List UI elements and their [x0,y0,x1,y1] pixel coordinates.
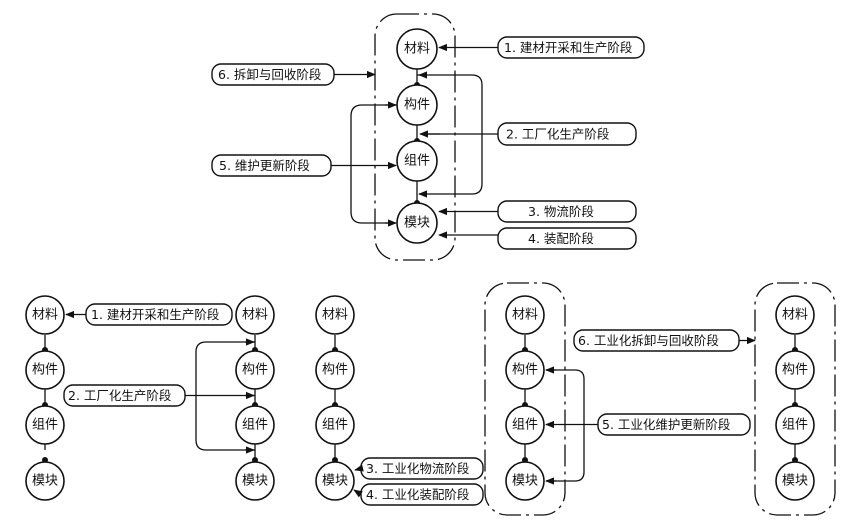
b4-node-module [505,461,545,501]
b1-node-assembly [25,405,65,445]
top-stage6-label: 6. 拆卸与回收阶段 [218,67,321,82]
b1-node-module [25,461,65,501]
b2-node-material [235,295,275,335]
b3-node-assembly [315,405,355,445]
b3-node-component-label: 构件 [322,363,348,378]
top-module-boundary [374,13,456,261]
b5-node-material [775,295,815,335]
top-stage4-box [497,227,637,250]
b4-node-assembly-label: 组件 [512,418,538,433]
bottom-column-1: 材料 构件 组件 模块 [25,295,65,501]
b3-node-material [315,295,355,335]
top-diagram: 材料 构件 组件 模块 1. 建材开采和生产阶段 6. 拆卸与回收阶段 2. 工… [211,13,645,261]
b3-node-module-label: 模块 [322,474,348,489]
bottom-stage4-arrow [353,489,363,498]
b2-node-assembly [235,405,275,445]
b5-module-boundary [754,282,836,516]
b3-node-assembly-label: 组件 [322,418,348,433]
b4-node-assembly [505,405,545,445]
b3-node-material-label: 材料 [322,308,348,323]
b2-node-material-label: 材料 [242,308,268,323]
top-node-assembly: 组件 [396,140,438,182]
b1-node-component [25,350,65,390]
b5-node-assembly-label: 组件 [782,418,808,433]
top-node-module-label: 模块 [404,216,430,231]
top-node-assembly-label: 组件 [404,154,430,169]
b5-node-assembly [775,405,815,445]
bottom-stage1-label: 1. 建材开采和生产阶段 [91,307,219,322]
bottom-column-5: 材料 构件 组件 模块 [754,282,836,516]
b5-node-component-label: 构件 [782,363,808,378]
b2-node-module [235,461,275,501]
b5-node-module [775,461,815,501]
bottom-column-3: 材料 构件 组件 模块 [315,295,355,501]
bottom-column-2: 材料 构件 组件 模块 [235,295,275,501]
bottom-column-4: 材料 构件 组件 模块 [484,282,566,516]
b3-node-module [315,461,355,501]
b1-node-material [25,295,65,335]
b1-node-component-label: 构件 [32,363,58,378]
top-stage4-label: 4. 装配阶段 [528,231,594,246]
b1-node-module-label: 模块 [32,474,58,489]
b4-node-component-label: 构件 [512,363,538,378]
b1-node-assembly-label: 组件 [32,418,58,433]
b4-node-material [505,295,545,335]
b2-node-module-label: 模块 [242,474,268,489]
b4-node-component [505,350,545,390]
top-stage2-label: 2. 工厂化生产阶段 [506,127,609,142]
b2-node-assembly-label: 组件 [242,418,268,433]
b4-module-boundary [484,282,566,516]
b3-node-component [315,350,355,390]
top-stage2-box [497,122,637,146]
b2-node-component-label: 构件 [242,363,268,378]
b4-node-module-label: 模块 [512,474,538,489]
bottom-stage5-label: 5. 工业化维护更新阶段 [602,417,730,432]
bottom-stage3-label: 3. 工业化物流阶段 [366,461,469,476]
b5-node-component [775,350,815,390]
bottom-stage2-label: 2. 工厂化生产阶段 [68,388,171,403]
b5-node-material-label: 材料 [782,308,808,323]
bottom-stage4-label: 4. 工业化装配阶段 [366,487,469,502]
top-stage5-bracket [350,104,397,224]
b2-node-component [235,350,275,390]
bottom-stage5-bracket [546,369,585,482]
top-node-component: 构件 [396,84,438,126]
top-node-module: 模块 [396,202,438,244]
top-stage3-label: 3. 物流阶段 [528,204,594,219]
b5-node-module-label: 模块 [782,474,808,489]
b4-node-material-label: 材料 [512,308,538,323]
bottom-stage2-bracket [195,341,255,451]
top-stage1-label: 1. 建材开采和生产阶段 [504,40,632,55]
top-node-material-label: 材料 [404,42,430,57]
top-node-material: 材料 [396,28,438,70]
top-stage5-label: 5. 维护更新阶段 [219,158,310,173]
top-node-component-label: 构件 [404,98,430,113]
bottom-stage3-arrow [354,464,364,472]
b1-node-material-label: 材料 [32,308,58,323]
bottom-stage6-label: 6. 工业化拆卸与回收阶段 [578,333,719,348]
